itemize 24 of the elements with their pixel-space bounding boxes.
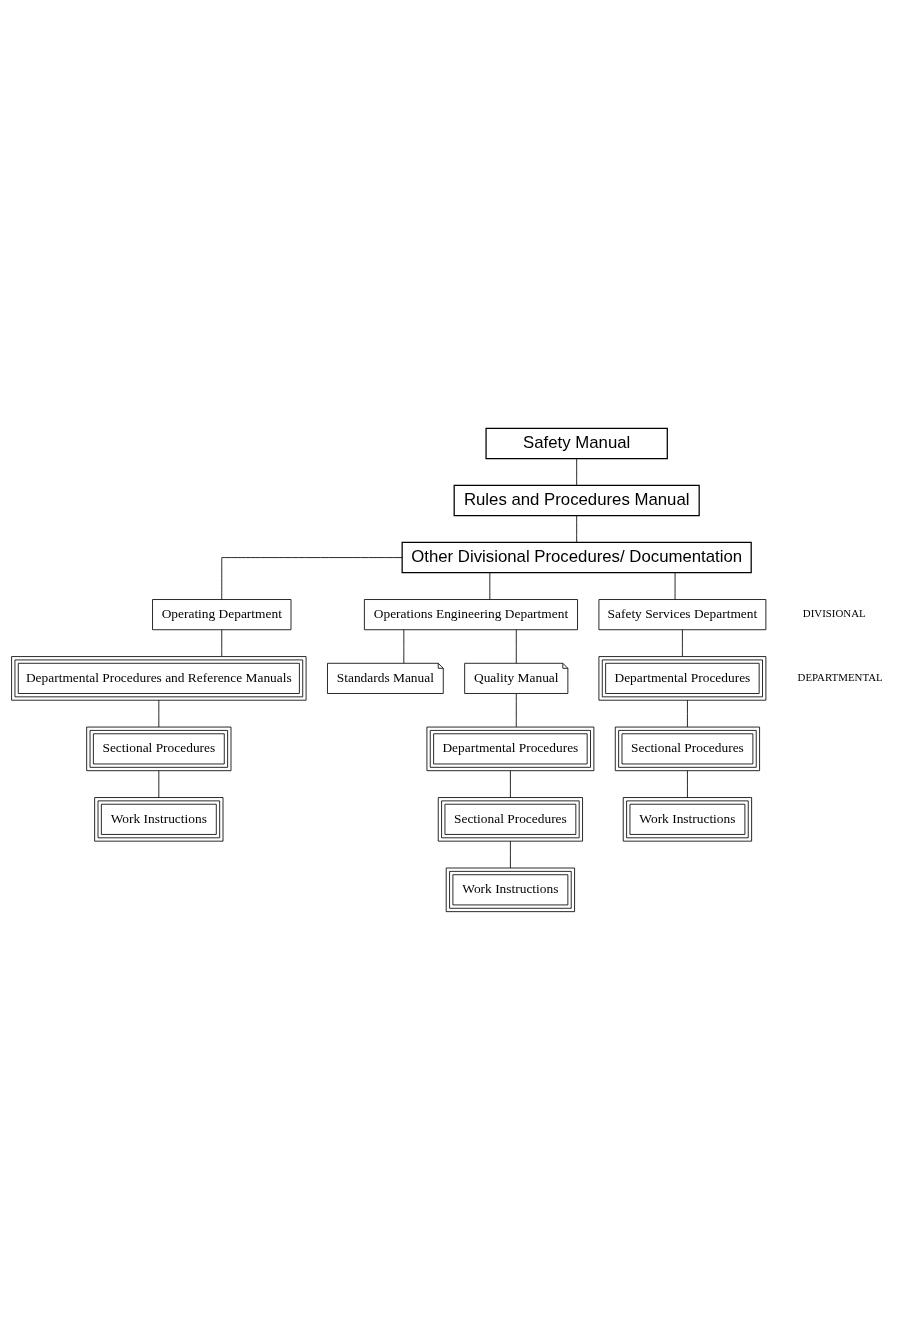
node-box: Rules and Procedures Manual [453,484,700,517]
node-box: Operations Engineering Department [363,599,578,631]
connector [682,629,683,657]
node-box: Safety Manual [485,427,668,460]
connector [674,572,676,600]
connector [509,840,511,869]
connector [509,770,511,798]
connector [158,699,160,728]
label: DEPARTMENTAL [797,671,883,684]
connector [158,770,160,798]
connector [403,629,405,664]
connector [687,699,688,728]
connector [489,572,491,600]
connector [221,629,223,657]
node-box: Operating Department [152,599,292,631]
connector [515,629,517,664]
connector [687,770,688,798]
connector [576,515,578,543]
connector [576,458,578,486]
connector [221,557,403,600]
label: DIVISIONAL [802,607,866,620]
connector [515,693,517,728]
node-box: Other Divisional Procedures/ Documentation [401,541,752,574]
node-box: Safety Services Department [598,599,767,631]
